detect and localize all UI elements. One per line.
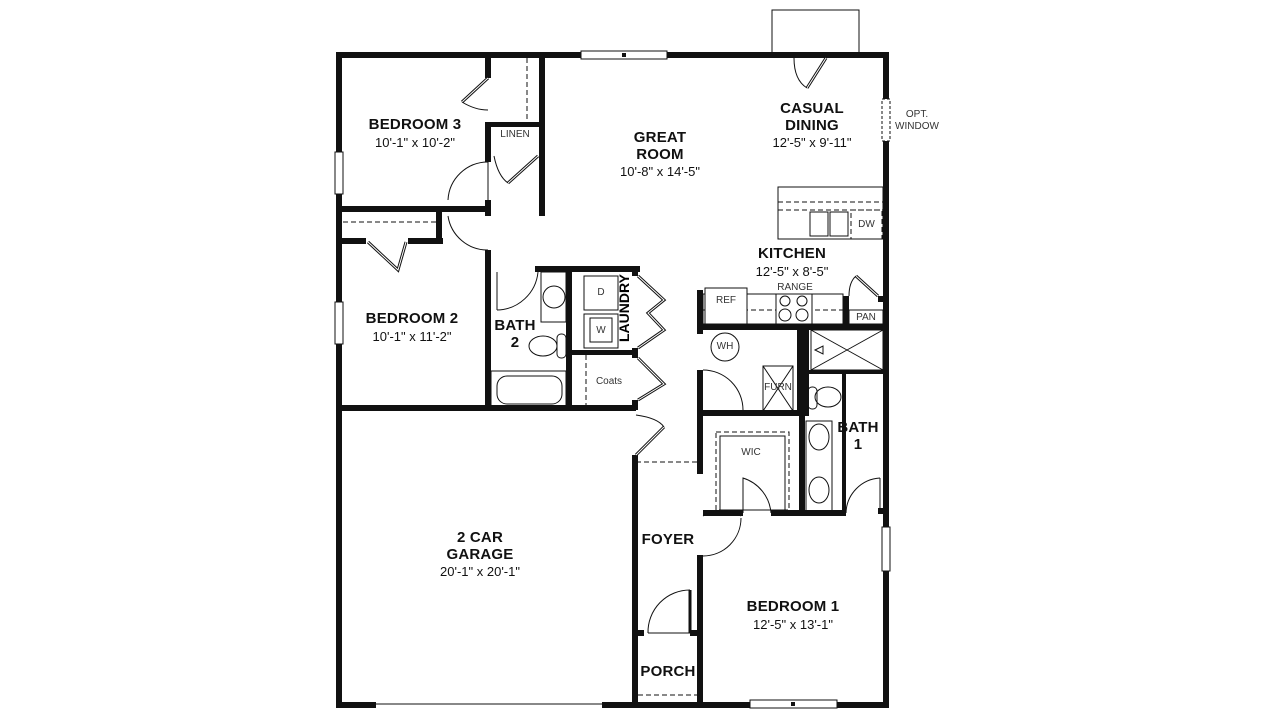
washer-label: W: [596, 325, 606, 336]
refrigerator-label: REF: [716, 295, 736, 306]
water-heater-label: WH: [716, 341, 734, 352]
room-name: GARAGE: [446, 545, 514, 563]
optional-window-note: OPT. WINDOW: [892, 109, 942, 133]
room-name: BEDROOM 1: [746, 598, 840, 615]
note-line: WINDOW: [895, 121, 939, 132]
room-name: KITCHEN: [757, 245, 827, 262]
room-kitchen: KITCHEN 12'-5" x 8'-5": [732, 245, 852, 279]
room-dimensions: 10'-1" x 10'-2": [375, 134, 455, 150]
room-bedroom-3: BEDROOM 3 10'-1" x 10'-2": [360, 116, 470, 150]
dryer-label: D: [597, 287, 605, 298]
room-great-room: GREAT ROOM 10'-8" x 14'-5": [600, 129, 720, 179]
room-foyer: FOYER: [638, 531, 698, 549]
fixtures: [490, 58, 884, 514]
room-porch: PORCH: [638, 663, 698, 681]
room-dimensions: 10'-8" x 14'-5": [620, 164, 700, 179]
room-garage: 2 CAR GARAGE 20'-1" x 20'-1": [420, 529, 540, 579]
room-name: 2 CAR: [456, 529, 503, 546]
room-name: 2: [510, 333, 520, 351]
room-name: CASUAL: [780, 100, 844, 117]
walk-in-closet-label: WIC: [741, 447, 761, 458]
room-dimensions: 20'-1" x 20'-1": [440, 564, 520, 579]
room-name: BEDROOM 3: [368, 116, 462, 133]
room-name: GREAT: [633, 129, 687, 146]
room-name: DINING: [785, 116, 839, 134]
furnace-label: FURN: [764, 382, 792, 393]
room-bath-2: BATH 2: [493, 317, 537, 351]
room-name: PORCH: [640, 663, 696, 680]
room-name: 1: [853, 435, 863, 453]
room-dimensions: 10'-1" x 11'-2": [372, 328, 452, 344]
room-dimensions: 12'-5" x 9'-11": [772, 135, 852, 150]
room-name: BEDROOM 2: [365, 310, 459, 327]
room-name: ROOM: [636, 145, 684, 163]
coats-closet-label: Coats: [595, 376, 623, 387]
room-dimensions: 12'-5" x 13'-1": [753, 616, 833, 632]
range-label: RANGE: [777, 282, 813, 293]
room-name: BATH: [837, 419, 879, 436]
room-casual-dining: CASUAL DINING 12'-5" x 9'-11": [752, 100, 872, 150]
doors: [343, 57, 881, 696]
room-dimensions: 12'-5" x 8'-5": [755, 263, 829, 279]
room-bedroom-2: BEDROOM 2 10'-1" x 11'-2": [352, 310, 472, 344]
windows: [334, 50, 891, 709]
room-name: BATH: [494, 317, 536, 334]
note-line: OPT.: [905, 109, 929, 120]
room-bedroom-1: BEDROOM 1 12'-5" x 13'-1": [733, 598, 853, 632]
room-name: FOYER: [641, 531, 695, 548]
pantry-label: PAN: [856, 312, 876, 323]
room-bath-1: BATH 1: [830, 419, 886, 453]
linen-closet-label: LINEN: [500, 129, 530, 140]
patio-slab: [771, 9, 860, 55]
room-laundry: LAUNDRY: [616, 274, 632, 342]
dishwasher-label: DW: [858, 219, 875, 230]
